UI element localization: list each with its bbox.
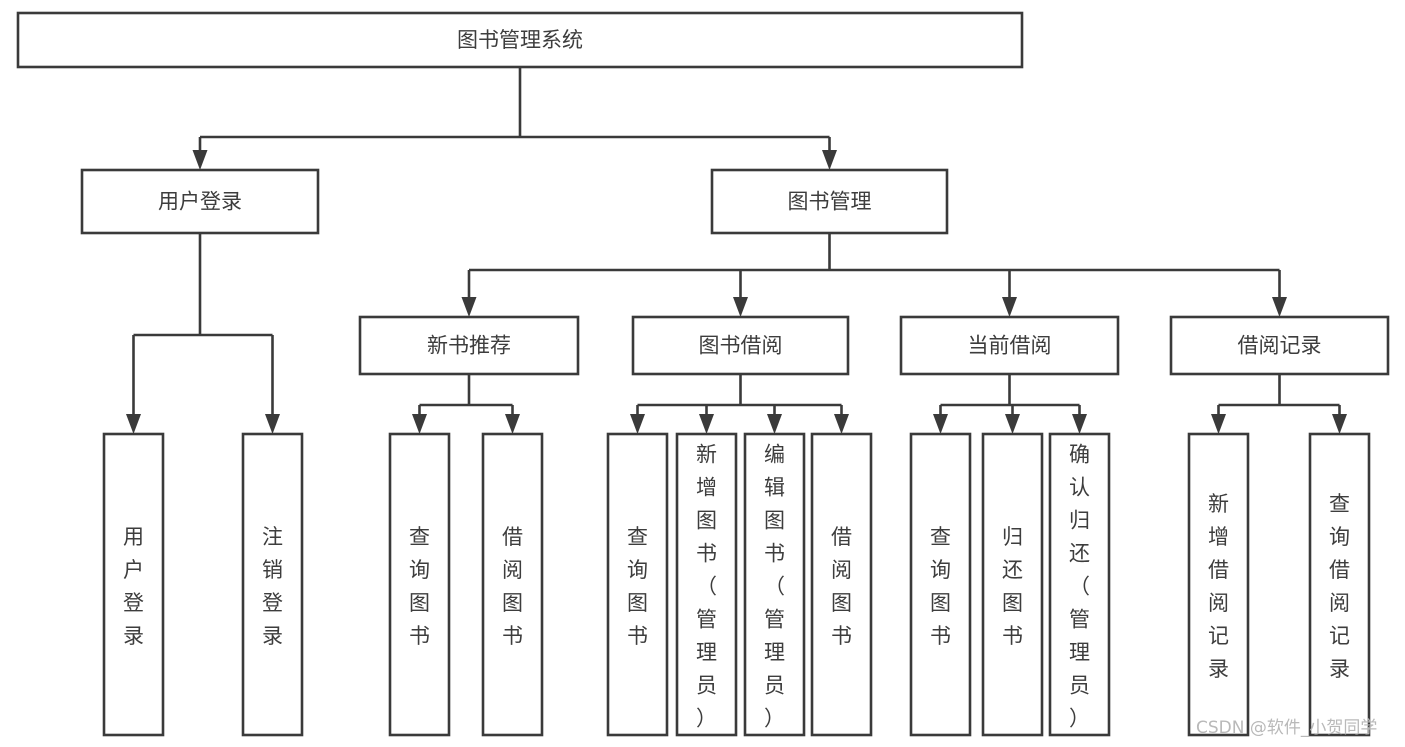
leaf-node-label-7: 借阅图书 [831, 525, 852, 648]
leaf-node-8[interactable] [909, 432, 972, 737]
leaf-node-0[interactable] [102, 432, 165, 737]
leaf-node-label-6: 编辑图书（管理员） [764, 443, 785, 731]
node-current-borrow[interactable] [899, 315, 1120, 376]
leaf-node-3[interactable] [481, 432, 544, 737]
leaf-node-label-2: 查询图书 [409, 525, 430, 648]
leaf-node-label-8: 查询图书 [930, 525, 951, 648]
node-user-login[interactable] [80, 168, 320, 235]
leaf-node-label-9: 归还图书 [1002, 525, 1023, 648]
leaf-node-label-11: 新增借阅记录 [1208, 492, 1229, 681]
node-label-new-book-recommendation: 新书推荐 [427, 334, 511, 358]
leaf-node-5[interactable] [675, 432, 738, 737]
connector-layer [126, 67, 1347, 434]
leaf-node-2[interactable] [388, 432, 451, 737]
leaf-node-label-10: 确认归还（管理员） [1069, 443, 1090, 731]
leaf-node-label-0: 用户登录 [123, 525, 144, 648]
node-root-book-management-system[interactable] [16, 11, 1024, 69]
node-label-borrow-record: 借阅记录 [1238, 334, 1322, 358]
leaf-node-label-3: 借阅图书 [502, 525, 523, 648]
node-book-management[interactable] [710, 168, 949, 235]
leaf-node-1[interactable] [241, 432, 304, 737]
leaf-node-4[interactable] [606, 432, 669, 737]
leaf-node-6[interactable] [743, 432, 806, 737]
node-new-book-recommendation[interactable] [358, 315, 580, 376]
leaf-node-10[interactable] [1048, 432, 1111, 737]
leaf-node-9[interactable] [981, 432, 1044, 737]
node-label-book-management: 图书管理 [788, 190, 872, 214]
leaf-node-label-1: 注销登录 [262, 525, 283, 648]
leaf-node-label-12: 查询借阅记录 [1329, 492, 1350, 681]
leaf-node-label-4: 查询图书 [627, 525, 648, 648]
node-book-borrow[interactable] [631, 315, 850, 376]
node-label-current-borrow: 当前借阅 [968, 334, 1052, 358]
node-label-root: 图书管理系统 [457, 28, 583, 52]
leaf-node-label-5: 新增图书（管理员） [696, 443, 717, 731]
leaf-node-11[interactable] [1187, 432, 1250, 737]
node-label-book-borrow: 图书借阅 [699, 334, 783, 358]
csdn-watermark: CSDN @软件_小贺同学 [1196, 718, 1377, 738]
node-label-user-login: 用户登录 [158, 190, 242, 214]
leaf-node-7[interactable] [810, 432, 873, 737]
node-box-layer [16, 11, 1390, 737]
node-label-layer: 图书管理系统用户登录图书管理新书推荐图书借阅当前借阅借阅记录用户登录注销登录查询… [123, 28, 1350, 731]
node-borrow-record[interactable] [1169, 315, 1390, 376]
leaf-node-12[interactable] [1308, 432, 1371, 737]
